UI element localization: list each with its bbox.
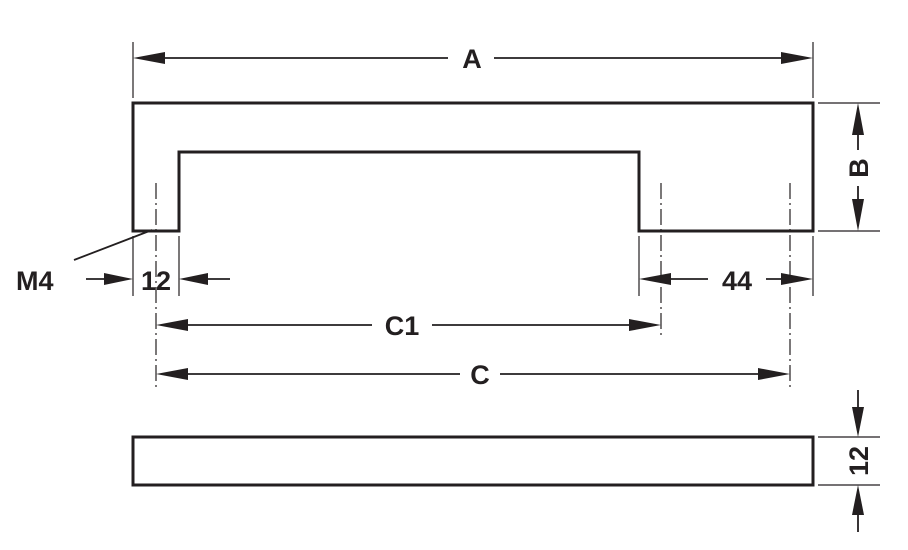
- arrowhead-c-left: [156, 368, 188, 380]
- arrowhead-c1-right: [629, 319, 661, 331]
- arrowhead-12-right: [179, 273, 208, 285]
- arrowhead-a-left: [133, 52, 165, 64]
- arrowhead-c-right: [758, 368, 790, 380]
- label-c: C: [470, 360, 490, 390]
- label-m4: M4: [16, 266, 54, 296]
- arrowhead-thickness-top: [852, 407, 864, 437]
- label-12-thickness: 12: [844, 446, 874, 476]
- arrowhead-a-right: [781, 52, 813, 64]
- arrowhead-b-bottom: [852, 199, 864, 231]
- label-b: B: [844, 158, 874, 178]
- arrowhead-c1-left: [156, 319, 188, 331]
- arrowhead-44-left: [639, 273, 671, 285]
- handle-front-view: [131, 101, 815, 233]
- label-12-offset: 12: [141, 266, 171, 296]
- label-c1: C1: [385, 311, 420, 341]
- arrowhead-12-left: [104, 273, 133, 285]
- arrowhead-b-top: [852, 103, 864, 135]
- label-44: 44: [722, 266, 752, 296]
- thread-leader-line: [73, 229, 153, 261]
- arrowhead-thickness-bottom: [852, 485, 864, 515]
- label-a: A: [462, 44, 482, 74]
- handle-side-view: [131, 435, 815, 487]
- arrowhead-44-right: [781, 273, 813, 285]
